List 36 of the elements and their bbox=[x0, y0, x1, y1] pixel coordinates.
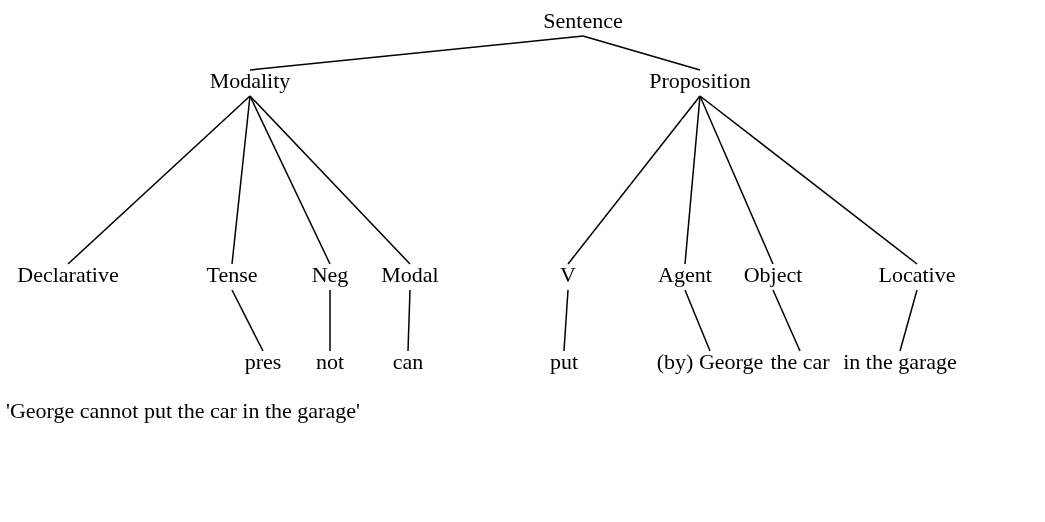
tree-label: Proposition bbox=[649, 68, 751, 94]
tree-branch bbox=[772, 289, 801, 352]
tree-label: pres bbox=[244, 349, 282, 375]
tree-branch bbox=[407, 289, 411, 352]
tree-branch bbox=[249, 35, 584, 71]
caption: 'George cannot put the car in the garage' bbox=[6, 398, 360, 424]
tree-branch bbox=[699, 95, 774, 265]
tree-branch bbox=[684, 289, 711, 352]
tree-label: Neg bbox=[311, 262, 349, 288]
tree-label: can bbox=[392, 349, 424, 375]
tree-branch bbox=[67, 95, 251, 265]
tree-branch bbox=[231, 289, 264, 352]
tree-label: the car bbox=[770, 349, 830, 375]
tree-label: V bbox=[560, 262, 576, 288]
tree-branch bbox=[249, 95, 331, 265]
tree-label: (by) George bbox=[656, 349, 764, 375]
tree-label: not bbox=[315, 349, 345, 375]
tree-label: in the garage bbox=[843, 349, 957, 375]
tree-branch bbox=[899, 289, 918, 352]
tree-branch bbox=[231, 95, 251, 265]
tree-label: Declarative bbox=[17, 262, 119, 288]
tree-label: Object bbox=[743, 262, 803, 288]
tree-label: Locative bbox=[878, 262, 956, 288]
tree-branch bbox=[684, 95, 701, 265]
tree-branch bbox=[582, 35, 701, 71]
tree-branch bbox=[329, 289, 331, 352]
tree-label: put bbox=[549, 349, 579, 375]
tree-label: Sentence bbox=[543, 8, 623, 34]
tree-branch bbox=[567, 95, 701, 265]
tree-label: Modality bbox=[209, 68, 291, 94]
tree-branch bbox=[249, 95, 411, 265]
tree-label: Agent bbox=[658, 262, 712, 288]
tree-branch bbox=[699, 95, 918, 265]
tree-label: Modal bbox=[381, 262, 439, 288]
tree-label: Tense bbox=[206, 262, 258, 288]
tree-branch bbox=[563, 289, 569, 352]
